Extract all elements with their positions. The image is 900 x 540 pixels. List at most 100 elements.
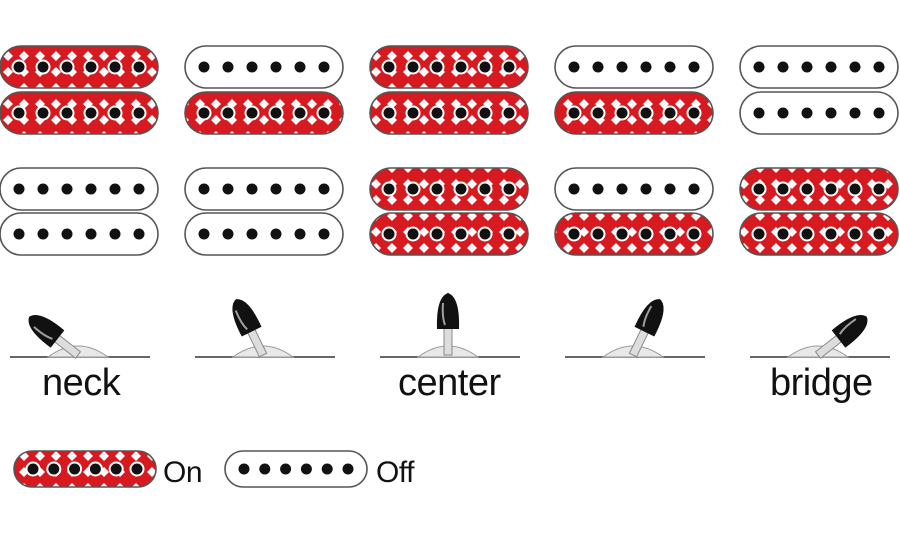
pole-piece xyxy=(849,61,861,73)
switch-lever xyxy=(628,299,664,358)
pole-piece xyxy=(801,183,813,195)
pole-piece xyxy=(222,61,234,73)
pole-piece xyxy=(455,107,467,119)
toggle-switch-3 xyxy=(380,293,520,358)
pole-piece xyxy=(753,61,765,73)
pole-piece xyxy=(383,107,395,119)
pole-piece xyxy=(825,183,837,195)
pole-piece xyxy=(873,228,885,240)
pole-piece xyxy=(688,107,700,119)
bridge-pickup-coil-top xyxy=(554,167,714,211)
switch-knob xyxy=(436,293,460,329)
pole-piece xyxy=(568,183,580,195)
bridge-pickup-coil-bottom xyxy=(369,212,529,256)
switch-row xyxy=(10,293,890,359)
pole-piece xyxy=(664,183,676,195)
pole-piece xyxy=(777,228,789,240)
switch-position-3 xyxy=(369,45,529,256)
switch-position-4 xyxy=(554,45,714,256)
pole-piece xyxy=(825,61,837,73)
pole-piece xyxy=(688,183,700,195)
pole-piece xyxy=(294,183,306,195)
pole-piece xyxy=(849,107,861,119)
pole-piece xyxy=(479,61,491,73)
pole-piece xyxy=(61,61,73,73)
pole-piece xyxy=(479,183,491,195)
pole-piece xyxy=(13,107,25,119)
pole-piece xyxy=(85,107,97,119)
pole-piece xyxy=(318,228,330,240)
pole-piece xyxy=(688,61,700,73)
bridge-pickup-coil-top xyxy=(739,167,899,211)
bridge-pickup-coil-bottom xyxy=(0,212,159,256)
switch-knob xyxy=(634,299,664,337)
pole-piece xyxy=(37,183,49,195)
pole-piece xyxy=(383,228,395,240)
pole-piece xyxy=(801,107,813,119)
pole-piece xyxy=(238,463,250,475)
pole-piece xyxy=(753,107,765,119)
pole-piece xyxy=(133,183,145,195)
pole-piece xyxy=(616,61,628,73)
pole-piece xyxy=(131,463,143,475)
pole-piece xyxy=(592,183,604,195)
pole-piece xyxy=(407,61,419,73)
pole-piece xyxy=(503,183,515,195)
bridge-pickup-coil-bottom xyxy=(554,212,714,256)
pole-piece xyxy=(873,183,885,195)
pole-piece xyxy=(133,107,145,119)
neck-pickup-coil-bottom xyxy=(184,91,344,135)
pole-piece xyxy=(294,61,306,73)
pole-piece xyxy=(133,61,145,73)
pole-piece xyxy=(61,183,73,195)
neck-pickup-coil-top xyxy=(739,45,899,89)
switch-knob xyxy=(28,315,65,348)
legend xyxy=(13,450,368,488)
pole-piece xyxy=(873,61,885,73)
pole-piece xyxy=(592,228,604,240)
pole-piece xyxy=(110,463,122,475)
switch-lever xyxy=(436,293,460,356)
pole-piece xyxy=(109,61,121,73)
pole-piece xyxy=(849,183,861,195)
pole-piece xyxy=(13,183,25,195)
toggle-switch-1 xyxy=(10,315,150,359)
pole-piece xyxy=(640,61,652,73)
pole-piece xyxy=(270,183,282,195)
pole-piece xyxy=(342,463,354,475)
pole-piece xyxy=(13,228,25,240)
pole-piece xyxy=(592,61,604,73)
pole-piece xyxy=(616,228,628,240)
switch-lever xyxy=(232,299,268,358)
switch-position-2 xyxy=(184,45,344,256)
pole-piece xyxy=(109,228,121,240)
pole-piece xyxy=(222,228,234,240)
pole-piece xyxy=(85,183,97,195)
pole-piece xyxy=(431,183,443,195)
pole-piece xyxy=(109,107,121,119)
pole-piece xyxy=(37,228,49,240)
neck-pickup-coil-bottom xyxy=(369,91,529,135)
pole-piece xyxy=(198,61,210,73)
pole-piece xyxy=(294,107,306,119)
neck-pickup-coil-top xyxy=(184,45,344,89)
pole-piece xyxy=(801,228,813,240)
pole-piece xyxy=(407,228,419,240)
pole-piece xyxy=(246,107,258,119)
pole-piece xyxy=(753,183,765,195)
pole-piece xyxy=(383,183,395,195)
pole-piece xyxy=(849,228,861,240)
pole-piece xyxy=(133,228,145,240)
switch-knob xyxy=(831,315,868,348)
pole-piece xyxy=(664,228,676,240)
pole-piece xyxy=(222,183,234,195)
pole-piece xyxy=(664,61,676,73)
pole-piece xyxy=(318,183,330,195)
pole-piece xyxy=(280,463,292,475)
pickup-grid xyxy=(0,45,899,256)
switch-lever xyxy=(28,315,82,359)
pole-piece xyxy=(318,61,330,73)
pole-piece xyxy=(85,228,97,240)
pole-piece xyxy=(664,107,676,119)
